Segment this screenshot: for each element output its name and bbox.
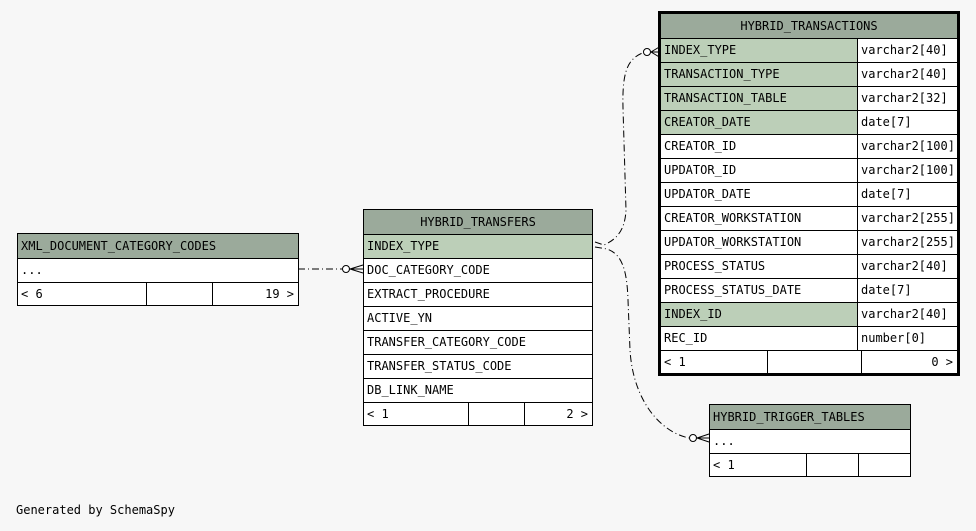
table-row: ...: [710, 430, 910, 454]
generated-by-label: Generated by SchemaSpy: [16, 503, 175, 517]
column-name: UPDATOR_WORKSTATION: [664, 235, 802, 249]
table-hybrid-transfers[interactable]: HYBRID_TRANSFERS INDEX_TYPE DOC_CATEGORY…: [363, 209, 593, 426]
table-row: CREATOR_ID varchar2[100]: [661, 135, 957, 159]
footer-middle: [806, 454, 858, 476]
table-footer: < 1 2 >: [364, 403, 592, 425]
table-footer: < 6 19 >: [18, 283, 298, 305]
column-name: UPDATOR_ID: [664, 163, 737, 177]
column-name: TRANSFER_STATUS_CODE: [367, 359, 512, 373]
edge-crowfoot: [695, 433, 710, 443]
column-name: INDEX_ID: [661, 303, 857, 326]
column-type: date[7]: [857, 279, 957, 302]
table-row: INDEX_TYPE: [364, 235, 592, 259]
footer-middle: [146, 283, 212, 305]
footer-middle: [468, 403, 524, 425]
parent-count: < 1: [713, 458, 735, 472]
table-row: PROCESS_STATUS_DATE date[7]: [661, 279, 957, 303]
table-header[interactable]: XML_DOCUMENT_CATEGORY_CODES: [18, 234, 298, 259]
column-type: date[7]: [857, 111, 957, 134]
child-count: 19 >: [212, 283, 298, 305]
table-row: DOC_CATEGORY_CODE: [364, 259, 592, 283]
edge-transfers-to-transactions: [594, 51, 646, 246]
column-type: varchar2[40]: [857, 303, 957, 326]
column-type: varchar2[255]: [857, 231, 957, 254]
column-name: INDEX_TYPE: [661, 39, 857, 62]
column-name: EXTRACT_PROCEDURE: [367, 287, 490, 301]
edge-crowfoot: [348, 264, 364, 274]
column-name: DOC_CATEGORY_CODE: [367, 263, 490, 277]
column-type: date[7]: [857, 183, 957, 206]
table-row: REC_ID number[0]: [661, 327, 957, 351]
column-type: varchar2[100]: [857, 159, 957, 182]
table-row: ...: [18, 259, 298, 283]
column-name: INDEX_TYPE: [364, 235, 592, 258]
table-row: UPDATOR_WORKSTATION varchar2[255]: [661, 231, 957, 255]
column-type: varchar2[40]: [857, 255, 957, 278]
column-name: TRANSACTION_TABLE: [661, 87, 857, 110]
child-count: 0 >: [861, 351, 957, 373]
edge-optional-circle: [643, 48, 651, 56]
table-hybrid-trigger-tables[interactable]: HYBRID_TRIGGER_TABLES ... < 1: [709, 404, 911, 477]
column-type: varchar2[40]: [857, 63, 957, 86]
table-row: UPDATOR_DATE date[7]: [661, 183, 957, 207]
parent-count: < 1: [664, 355, 686, 369]
table-row: EXTRACT_PROCEDURE: [364, 283, 592, 307]
column-name: CREATOR_DATE: [661, 111, 857, 134]
child-count: 2 >: [524, 403, 592, 425]
column-name: PROCESS_STATUS: [664, 259, 766, 273]
column-name: DB_LINK_NAME: [367, 383, 454, 397]
table-footer: < 1 0 >: [661, 351, 957, 373]
table-header[interactable]: HYBRID_TRIGGER_TABLES: [710, 405, 910, 430]
column-name: UPDATOR_DATE: [664, 187, 751, 201]
table-header[interactable]: HYBRID_TRANSACTIONS: [661, 14, 957, 39]
column-name: PROCESS_STATUS_DATE: [664, 283, 802, 297]
table-row: TRANSFER_CATEGORY_CODE: [364, 331, 592, 355]
ellipsis-row: ...: [21, 263, 43, 277]
footer-middle: [767, 351, 861, 373]
table-row: CREATOR_WORKSTATION varchar2[255]: [661, 207, 957, 231]
table-row: ACTIVE_YN: [364, 307, 592, 331]
column-type: number[0]: [857, 327, 957, 350]
parent-count: < 6: [21, 287, 43, 301]
column-type: varchar2[32]: [857, 87, 957, 110]
column-name: REC_ID: [664, 331, 708, 345]
table-header[interactable]: HYBRID_TRANSFERS: [364, 210, 592, 235]
column-name: CREATOR_ID: [664, 139, 737, 153]
column-type: varchar2[255]: [857, 207, 957, 230]
column-name: TRANSFER_CATEGORY_CODE: [367, 335, 526, 349]
table-footer: < 1: [710, 454, 910, 476]
ellipsis-row: ...: [713, 434, 735, 448]
table-row: DB_LINK_NAME: [364, 379, 592, 403]
table-xml-document-category-codes[interactable]: XML_DOCUMENT_CATEGORY_CODES ... < 6 19 >: [17, 233, 299, 306]
column-name: CREATOR_WORKSTATION: [664, 211, 802, 225]
table-row: UPDATOR_ID varchar2[100]: [661, 159, 957, 183]
parent-count: < 1: [367, 407, 389, 421]
column-type: varchar2[40]: [857, 39, 957, 62]
column-name: ACTIVE_YN: [367, 311, 433, 325]
table-row: PROCESS_STATUS varchar2[40]: [661, 255, 957, 279]
table-row: TRANSFER_STATUS_CODE: [364, 355, 592, 379]
child-count: [858, 454, 910, 476]
column-type: varchar2[100]: [857, 135, 957, 158]
column-name: TRANSACTION_TYPE: [661, 63, 857, 86]
